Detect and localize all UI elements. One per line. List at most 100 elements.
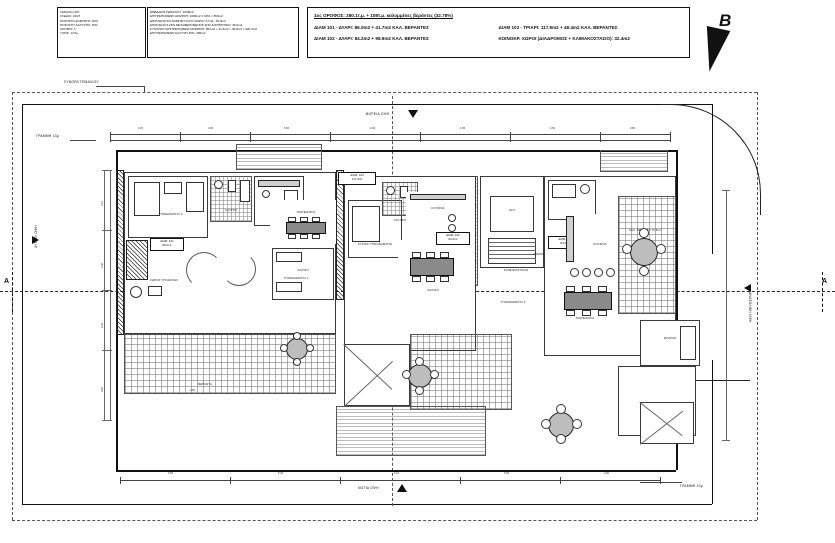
chair-furniture xyxy=(582,286,591,292)
stair-tread xyxy=(488,254,536,255)
door-swing xyxy=(222,252,256,286)
outdoor-chair-icon xyxy=(556,404,566,414)
dim-tick xyxy=(722,440,730,441)
building-outline-bottom xyxy=(116,470,676,472)
chair-furniture xyxy=(288,234,296,239)
tag-apt-103-area: ΔΙΑΜ. 102 84.2m² xyxy=(436,232,470,245)
room-label: ΚΥΡΙΟΣ ΥΠΝΟΔΩΜΑΤΙΟ xyxy=(357,242,393,246)
nightstand-furniture xyxy=(164,182,182,194)
room-label: ΤΡΑΠΕΖΑΡΙΑ xyxy=(296,210,316,214)
room-label: ΥΠΝΟΔΩΜΑΤΙΟ 1 xyxy=(283,276,309,280)
room-label: ΧΩΡΟΣ ΥΠΟΔΟΧΗΣ xyxy=(149,278,179,282)
lower-deck xyxy=(336,406,486,456)
dim-value: 2.10 xyxy=(101,200,104,206)
lift-shaft xyxy=(490,196,534,232)
washbasin-icon xyxy=(580,184,590,194)
line-13m-right-label: ΓΡΑΜΜΗ 13μ xyxy=(680,484,703,488)
central-stair-block xyxy=(344,344,410,406)
bed-furniture xyxy=(134,182,160,216)
dim-value: 3.50 xyxy=(168,472,174,475)
dim-tick xyxy=(330,132,331,142)
outdoor-table-icon xyxy=(630,238,658,266)
dim-tick xyxy=(510,132,511,142)
room-label: ΔΩΜΑΤΙΟ xyxy=(533,252,547,256)
sink-icon xyxy=(262,190,270,198)
room-label: LIFT xyxy=(508,208,516,212)
tb-mid-line: ΕΠΙΤΡΕΠΟΜΕΝΗ ΚΑΛΥΨΗ 45%: 456m2 xyxy=(150,31,206,36)
dim-tick xyxy=(660,477,661,484)
line-13m-left-label: ΓΡΑΜΜΗ 13μ xyxy=(36,134,59,138)
dim-tick xyxy=(102,230,112,231)
dim-value: 1.95 xyxy=(460,127,466,130)
dim-tick xyxy=(560,477,561,484)
dim-value: 3.30 xyxy=(604,472,610,475)
bed-furniture xyxy=(352,206,380,242)
chair-furniture xyxy=(412,252,421,258)
dim-tick xyxy=(180,132,181,142)
room-label: ΚΟΥΖΙΝΑ xyxy=(431,206,445,210)
washbasin-icon xyxy=(386,186,395,195)
site-line-top xyxy=(22,104,712,105)
outdoor-chair-icon xyxy=(293,332,301,340)
chair-furniture xyxy=(412,276,421,282)
chair-furniture xyxy=(566,310,575,316)
outdoor-chair-icon xyxy=(280,344,288,352)
title-block-right: 1ος ΟΡΟΦΟΣ: 280.1τ.μ. + 108τ.μ. καλυμμέν… xyxy=(307,7,690,58)
chair-furniture xyxy=(426,252,435,258)
washbasin-icon xyxy=(214,180,223,189)
bathtub-furniture xyxy=(680,326,696,360)
section-marker-a-right: A xyxy=(822,278,828,285)
site-line-left xyxy=(22,104,23,504)
tb-mid-line: ΕΠΙΠΛΕΟΝ 5% ΔΟΜΗΣΗ ΛΟΓΩ ΧΩΡΟΥ Α.Π.Ε.: 45… xyxy=(150,18,226,23)
dim-value: 4.50 xyxy=(550,127,556,130)
tb-mid-line: ΕΠΙΠΛΕΟΝ 5.25% ΜΕΤΑΦΕΡΟΜΕΝΟΣ ΑΠΟ ΔΙΑΤΗΡΗ… xyxy=(150,22,243,27)
tag-name: ΔΙΑΜ. 101 xyxy=(160,239,174,243)
washbasin-icon xyxy=(130,286,142,298)
dim-tick xyxy=(460,477,461,484)
outdoor-chair-icon xyxy=(556,434,566,444)
counter-furniture xyxy=(410,194,466,200)
outdoor-chair-icon xyxy=(306,344,314,352)
chair-furniture xyxy=(566,286,575,292)
boundary-leader-h xyxy=(96,86,144,87)
east-elevation-label: ΑΝΑΤΟΛΙΚΗ ΟΨΗ xyxy=(748,292,752,323)
wall-hatch-left xyxy=(116,170,124,335)
outdoor-chair-icon xyxy=(639,266,649,276)
dining-table-furniture xyxy=(410,258,454,276)
apt-summary-102: ΔΙΑΜ 102 - ΔΥΑΡΙ: 84.2m2 + 98.9m2 ΚΑΛ. Β… xyxy=(314,35,429,41)
tb-mid-line: ΕΠΙΤΡΕΠΟΜΕΝΗ ΔΟΜΗΣΗ: 1008m2 X 90% = 853m… xyxy=(150,14,223,19)
east-arrow-icon xyxy=(744,284,751,292)
outdoor-chair-icon xyxy=(572,419,582,429)
tag-area: 84.2m² xyxy=(448,236,458,241)
dim-tick xyxy=(102,170,112,171)
dim-value: 3.60 xyxy=(101,386,104,392)
dim-value: 3.80 xyxy=(630,127,636,130)
outdoor-chair-icon xyxy=(415,357,424,366)
stair-tread xyxy=(488,242,536,243)
room-label: ΣΑΛΟΝΙ xyxy=(297,268,309,272)
storage-block xyxy=(640,402,694,444)
room-label: ΤΡΑΠΕΖΑΡΙΑ xyxy=(575,316,595,320)
dining-table-furniture xyxy=(564,292,612,310)
site-line-bottom xyxy=(22,504,712,505)
title-block-left: ΤΕΜΑΧΙΟ 307 ΣΧΕΔΙΟ: 19/47 ΠΟΣΟΣΤΟ ΔΟΜΗΣΗ… xyxy=(57,7,146,58)
apt-summary-103: ΔΙΑΜ 103 - ΤΡΙΑΡΙ: 117.9m2 + 48.4m2 ΚΑΛ.… xyxy=(498,24,618,30)
dim-string-right xyxy=(726,190,727,440)
tb-left-line: ΣΧΕΔΙΟ: 19/47 xyxy=(60,14,81,19)
outdoor-chair-icon xyxy=(293,358,301,366)
burner-icon xyxy=(582,268,591,277)
tag-area: 86.0m² xyxy=(162,242,172,247)
plot-boundary-bottom xyxy=(12,520,757,521)
chair-furniture xyxy=(598,310,607,316)
toilet-furniture xyxy=(148,286,162,296)
boundary-leader-v xyxy=(144,86,145,92)
dim-value: 3.25 xyxy=(138,127,144,130)
tag-name: ΔΙΑΜ. 103 xyxy=(350,173,364,177)
dim-value: 3.40 xyxy=(101,262,104,268)
service-shaft xyxy=(126,240,148,280)
dim-tick xyxy=(670,132,671,142)
dim-tick xyxy=(102,290,112,291)
counter-furniture xyxy=(258,180,300,187)
apt-summary-101: ΔΙΑΜ 101 - ΔΥΑΡΙ: 86.0m2 + 41.7m2 ΚΑΛ. Β… xyxy=(314,24,429,30)
section-marker-a-left: A xyxy=(4,278,10,285)
